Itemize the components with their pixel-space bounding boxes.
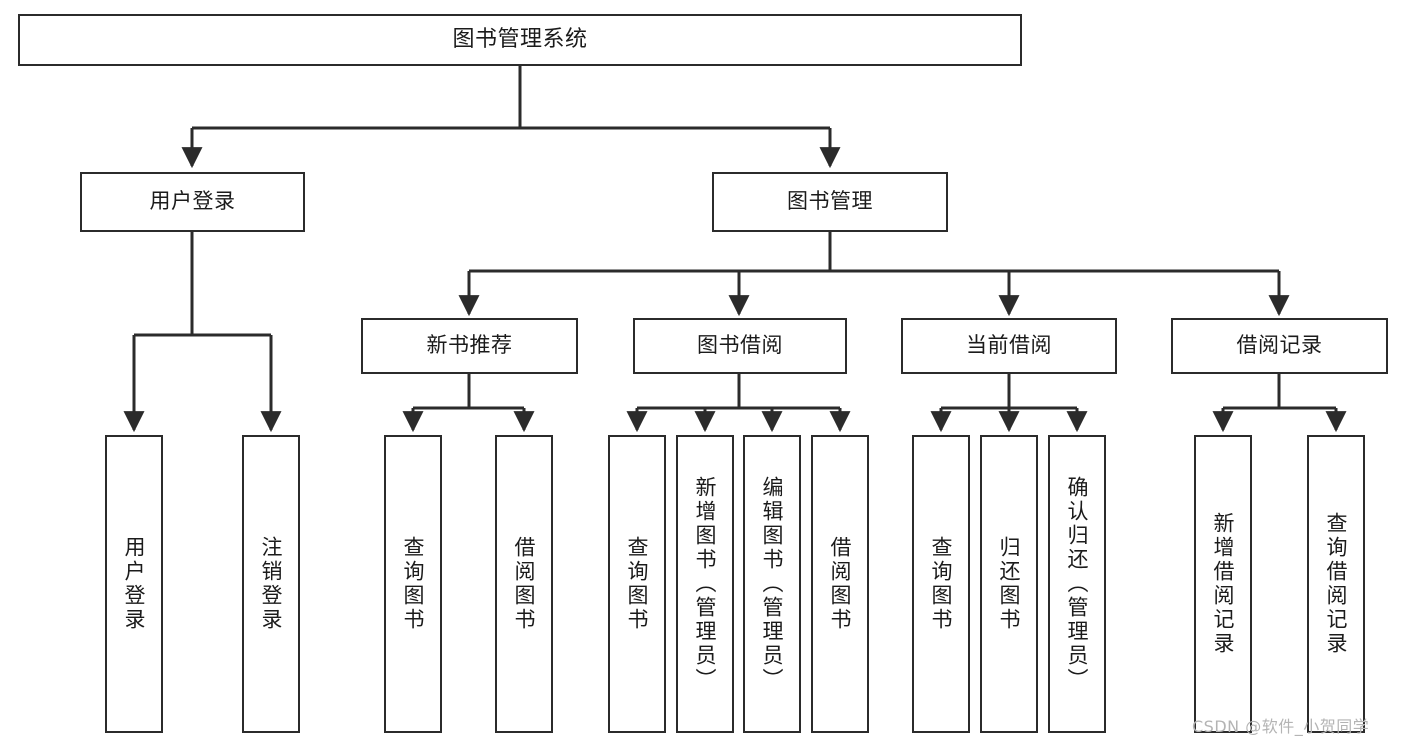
node-label: 图书管理系统 xyxy=(452,26,588,52)
leaf-book-borrow-add-book-admin[interactable]: 新增图书（管理员） xyxy=(676,435,734,733)
node-label: 图书管理 xyxy=(787,189,873,214)
leaf-borrow-record-add-record[interactable]: 新增借阅记录 xyxy=(1194,435,1252,733)
leaf-current-borrow-query-book[interactable]: 查询图书 xyxy=(912,435,970,733)
leaf-book-borrow-edit-book-admin[interactable]: 编辑图书（管理员） xyxy=(743,435,801,733)
node-label: 归还图书 xyxy=(997,536,1022,632)
leaf-current-borrow-confirm-return-admin[interactable]: 确认归还（管理员） xyxy=(1048,435,1106,733)
node-label: 用户登录 xyxy=(149,189,236,214)
node-root-book-management-system[interactable]: 图书管理系统 xyxy=(18,14,1022,66)
node-new-book-recommend[interactable]: 新书推荐 xyxy=(361,318,578,374)
node-label: 新书推荐 xyxy=(426,333,513,358)
node-label: 用户登录 xyxy=(122,536,147,632)
node-borrow-record[interactable]: 借阅记录 xyxy=(1171,318,1388,374)
leaf-user-login-logout[interactable]: 注销登录 xyxy=(242,435,300,733)
node-book-borrow[interactable]: 图书借阅 xyxy=(633,318,847,374)
node-label: 新增图书（管理员） xyxy=(693,476,718,692)
node-label: 查询图书 xyxy=(401,536,426,632)
node-user-login[interactable]: 用户登录 xyxy=(80,172,305,232)
watermark-text: CSDN @软件_小贺同学 xyxy=(1192,717,1370,736)
node-label: 图书借阅 xyxy=(697,333,783,358)
node-label: 借阅图书 xyxy=(512,536,537,632)
node-label: 编辑图书（管理员） xyxy=(760,476,785,692)
node-book-management[interactable]: 图书管理 xyxy=(712,172,948,232)
node-label: 借阅记录 xyxy=(1236,333,1323,358)
leaf-new-book-borrow-book[interactable]: 借阅图书 xyxy=(495,435,553,733)
node-label: 当前借阅 xyxy=(966,333,1052,358)
node-label: 新增借阅记录 xyxy=(1211,512,1236,656)
leaf-book-borrow-query-book[interactable]: 查询图书 xyxy=(608,435,666,733)
leaf-book-borrow-borrow-book[interactable]: 借阅图书 xyxy=(811,435,869,733)
leaf-new-book-query-book[interactable]: 查询图书 xyxy=(384,435,442,733)
node-current-borrow[interactable]: 当前借阅 xyxy=(901,318,1117,374)
node-label: 查询借阅记录 xyxy=(1324,512,1349,656)
leaf-user-login-login[interactable]: 用户登录 xyxy=(105,435,163,733)
leaf-current-borrow-return-book[interactable]: 归还图书 xyxy=(980,435,1038,733)
node-label: 查询图书 xyxy=(929,536,954,632)
leaf-borrow-record-query-record[interactable]: 查询借阅记录 xyxy=(1307,435,1365,733)
node-label: 查询图书 xyxy=(625,536,650,632)
node-label: 确认归还（管理员） xyxy=(1065,476,1090,692)
node-label: 注销登录 xyxy=(259,536,284,632)
node-label: 借阅图书 xyxy=(828,536,853,632)
